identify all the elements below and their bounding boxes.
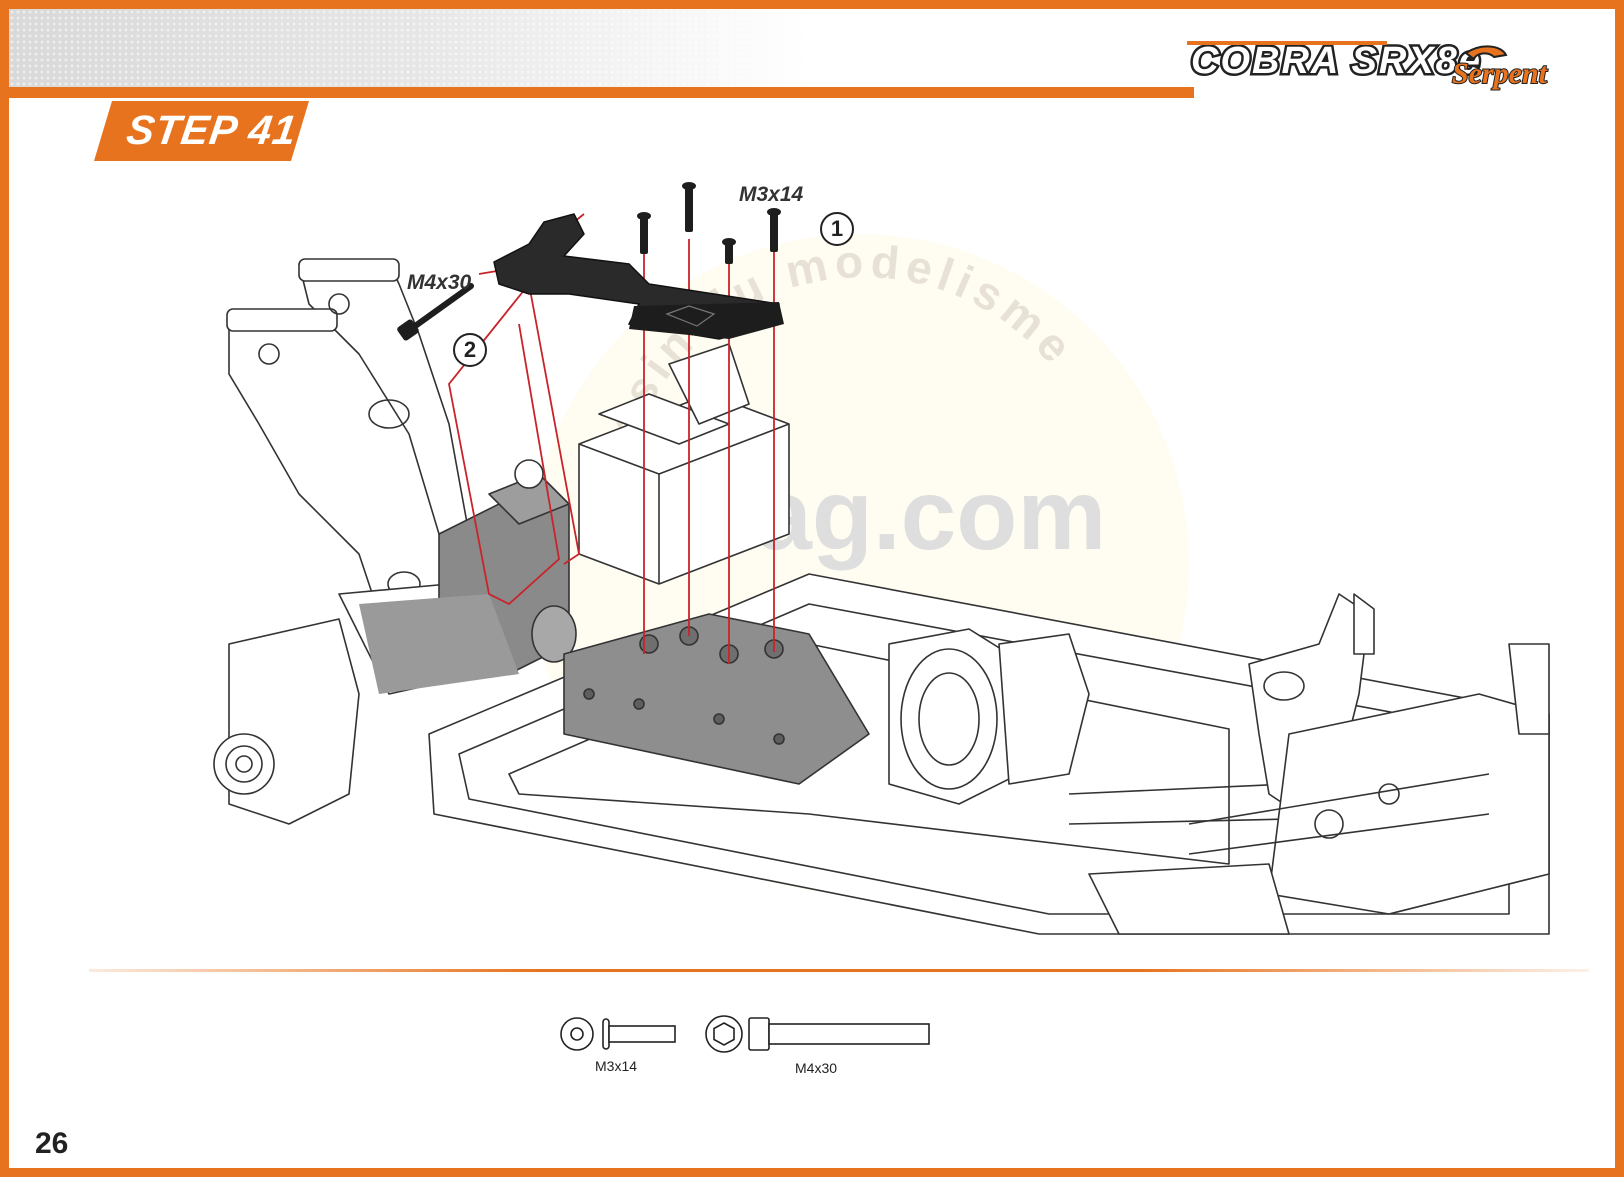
center-brace [563, 613, 870, 785]
m4-screw [397, 283, 474, 341]
callout-number-1: 1 [820, 212, 854, 246]
assembly-diagram [213, 182, 1550, 935]
step-title: STEP 41 [123, 107, 300, 153]
header-band [9, 9, 1615, 99]
assembly-outline [448, 283, 560, 606]
serpent-logo-text: Serpent [1452, 57, 1549, 90]
cobra-logo-text: COBRA SRX8e [1191, 40, 1482, 82]
rear-brace-part [493, 213, 784, 340]
callout-label-m3x14: M3x14 [739, 183, 804, 206]
part-label-m3x14: M3x14 [595, 1058, 638, 1074]
page-number: 26 [35, 1127, 69, 1160]
callout-label-m4x30: M4x30 [407, 271, 472, 294]
m3-screws [637, 182, 781, 264]
parts-drawing [560, 1015, 930, 1053]
step-tab [94, 101, 309, 161]
serpent-logo: Serpent [1451, 45, 1550, 91]
header-pattern [9, 9, 809, 87]
section-divider [89, 969, 1589, 972]
part-label-m4x30: M4x30 [795, 1060, 838, 1076]
cobra-logo: COBRA SRX8e [1187, 38, 1482, 85]
header-rule [9, 87, 1194, 98]
callout-number-2: 2 [453, 333, 487, 367]
parts-legend: M3x14 M4x30 [559, 1013, 939, 1083]
